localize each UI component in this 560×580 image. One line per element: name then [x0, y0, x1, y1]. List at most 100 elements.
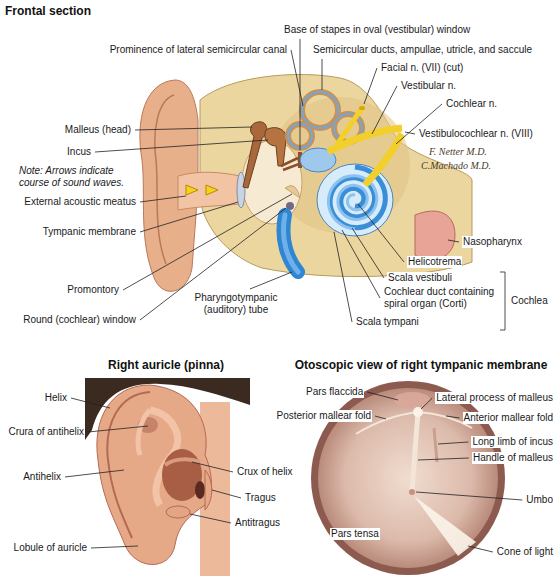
section-heading: Right auricle (pinna)	[65, 358, 267, 372]
crux-of-helix	[165, 459, 200, 465]
leader-line	[358, 204, 404, 262]
leader-line	[438, 442, 468, 444]
helix-rim	[107, 392, 150, 538]
stapes	[281, 158, 299, 170]
leader-line	[416, 492, 522, 500]
malleus	[243, 122, 267, 188]
facial-nerve-cut	[359, 106, 365, 110]
note-text: Note: Arrows indicate course of sound wa…	[18, 165, 140, 189]
part-label: Base of stapes in oval (vestibular) wind…	[283, 24, 471, 36]
part-label: Long limb of incus	[471, 436, 554, 448]
part-label: Lobule of auricle	[13, 542, 88, 554]
section-heading: Otoscopic view of right tympanic membran…	[285, 358, 557, 372]
part-label: Incus	[66, 146, 92, 158]
auditory-tube-lumen	[283, 215, 298, 272]
part-label: Vestibulocochlear n. (VIII)	[418, 128, 534, 140]
part-label: Round (cochlear) window	[22, 314, 137, 326]
leader-line	[140, 208, 286, 320]
part-label: Antihelix	[22, 471, 62, 483]
part-label: Tragus	[244, 492, 277, 504]
ear-canal-opening	[195, 481, 205, 499]
incus	[265, 128, 286, 166]
part-label: Malleus (head)	[64, 124, 132, 136]
part-label: Crux of helix	[236, 466, 294, 478]
antitragus	[166, 506, 190, 518]
section-heading: Frontal section	[4, 4, 92, 18]
leader-line	[71, 398, 110, 408]
leader-line	[322, 59, 323, 90]
leader-line	[405, 132, 415, 134]
leader-line	[364, 68, 377, 104]
leader-line	[342, 230, 380, 298]
part-label: Vestibular n.	[400, 80, 457, 92]
part-label: External acoustic meatus	[23, 196, 137, 208]
part-label: Cochlear duct containing spiral organ (C…	[383, 286, 500, 310]
leader-line	[375, 416, 386, 419]
auditory-tube	[283, 215, 298, 272]
tragus	[205, 470, 212, 510]
leader-line	[352, 228, 384, 278]
tympanic-membrane-section	[237, 172, 245, 208]
frontal-section-illustration	[140, 74, 505, 330]
leader-line	[192, 462, 233, 472]
leader-line	[190, 514, 231, 523]
part-label: Pars flaccida	[305, 386, 364, 398]
leader-line	[372, 86, 397, 134]
nasopharynx	[415, 211, 455, 260]
part-label: Tympanic membrane	[42, 226, 137, 238]
part-label: Crura of antihelix	[7, 426, 85, 438]
promontory	[285, 186, 300, 198]
cone-of-light	[414, 496, 476, 556]
leader-line	[95, 140, 268, 152]
leader-line	[123, 194, 292, 290]
part-label: Pars tensa	[330, 528, 380, 540]
malleus-handle	[412, 412, 418, 490]
leader-line	[65, 470, 124, 477]
part-label: Cochlear n.	[445, 98, 498, 110]
part-label: Helix	[44, 392, 68, 404]
umbo	[409, 489, 415, 495]
sound-arrow	[206, 185, 218, 195]
part-label: Umbo	[525, 494, 554, 506]
artist-signature: C.Machado M.D.	[420, 160, 492, 172]
leader-line	[468, 546, 493, 552]
cochlea-body	[317, 164, 393, 236]
part-label: Nasopharynx	[462, 236, 523, 248]
part-label: Handle of malleus	[472, 452, 554, 464]
cochlear-nerve	[365, 134, 402, 185]
leader-line	[446, 416, 460, 418]
leader-line	[250, 272, 292, 289]
antihelix-crus	[138, 410, 150, 455]
part-label: Promontory	[66, 284, 120, 296]
incus-long-limb	[434, 428, 437, 462]
leader-line	[212, 490, 241, 498]
auricle	[97, 385, 212, 565]
leader-line	[291, 50, 303, 106]
part-label: Semicircular ducts, ampullae, utricle, a…	[312, 44, 533, 56]
part-label: Anterior mallear fold	[463, 412, 554, 424]
part-label: Scala vestibuli	[387, 272, 453, 284]
leader-line	[418, 458, 469, 460]
leader-line	[421, 398, 432, 409]
leader-line	[91, 546, 138, 548]
helix-fold	[155, 95, 174, 264]
cochlea-bracket	[500, 272, 505, 330]
leader-line	[334, 232, 352, 322]
leader-line	[140, 202, 238, 232]
leader-line	[140, 196, 186, 202]
part-label: Pharyngotympanic (auditory) tube	[185, 292, 287, 316]
part-label: Cone of light	[496, 546, 554, 558]
part-label: Prominence of lateral semicircular canal	[109, 44, 288, 56]
sound-arrow	[186, 185, 198, 195]
structure-group-label: Cochlea	[510, 295, 549, 307]
leader-line	[367, 392, 398, 400]
leader-line	[88, 426, 148, 432]
leader-line	[135, 127, 252, 130]
part-label: Scala tympani	[355, 316, 420, 328]
leader-line	[448, 240, 459, 242]
part-label: Posterior mallear fold	[276, 410, 372, 422]
part-label: Lateral process of malleus	[435, 392, 554, 404]
part-label: Facial n. (VII) (cut)	[380, 62, 464, 74]
artist-signature: F. Netter M.D.	[428, 146, 488, 158]
